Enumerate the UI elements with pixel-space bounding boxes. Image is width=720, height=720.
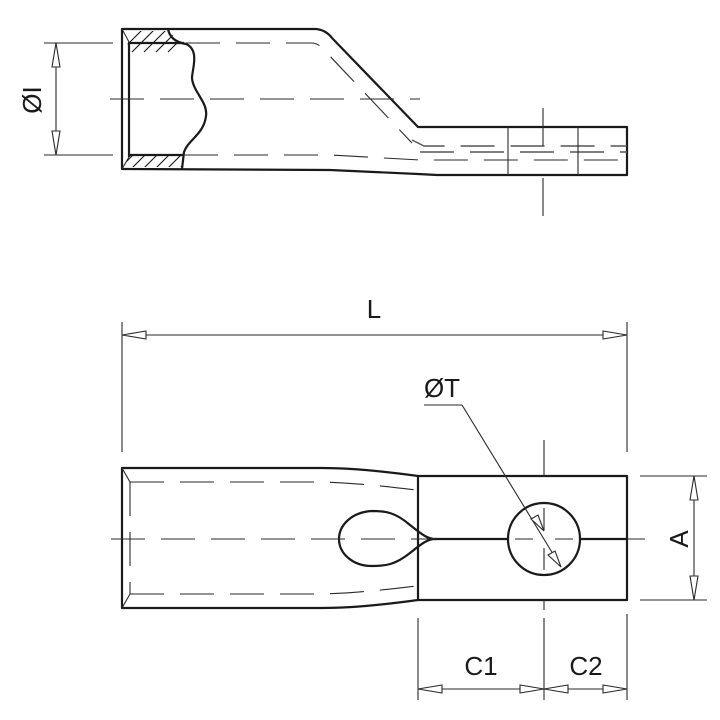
label-length: L <box>367 294 381 324</box>
label-hole-diameter: ØT <box>424 373 460 403</box>
label-width: A <box>664 530 694 548</box>
side-section-view: ØI <box>17 27 629 216</box>
section-hatch-top <box>124 31 184 53</box>
top-view: ØT L A <box>111 294 707 700</box>
dimension-hole-diameter: ØT <box>424 373 562 568</box>
dimension-width: A <box>640 475 707 601</box>
dimension-length: L <box>121 294 628 452</box>
break-line <box>166 28 208 170</box>
label-hole-offset-2: C2 <box>569 651 602 681</box>
dimension-hole-offsets: C1 C2 <box>417 614 628 700</box>
bolt-hole <box>506 501 582 577</box>
outer-contour <box>120 27 629 177</box>
label-hole-offset-1: C1 <box>464 651 497 681</box>
top-outer-contour <box>120 466 629 610</box>
dimension-inner-diameter: ØI <box>17 42 113 156</box>
label-inner-diameter: ØI <box>17 86 47 113</box>
